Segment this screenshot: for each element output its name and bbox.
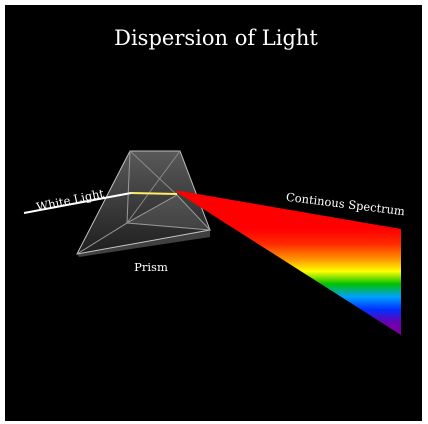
prism-base	[77, 230, 210, 257]
diagram-title: Dispersion of Light	[114, 26, 318, 50]
prism-label: Prism	[134, 260, 168, 274]
diagram-canvas: Dispersion of Light White Light Prism Co…	[5, 5, 422, 421]
prism-inner-face	[125, 194, 212, 231]
white-light-beam	[23, 192, 132, 214]
dispersion-diagram: Dispersion of Light White Light Prism Co…	[23, 26, 406, 335]
prism-edge-2	[126, 150, 181, 224]
prism	[76, 150, 212, 257]
prism-edge-3	[129, 150, 178, 196]
spectrum-fan	[175, 191, 401, 335]
refracted-beam	[130, 192, 178, 195]
prism-edge-1	[126, 150, 131, 224]
white-light-label: White Light	[35, 186, 105, 214]
prism-edge-4	[76, 222, 128, 255]
